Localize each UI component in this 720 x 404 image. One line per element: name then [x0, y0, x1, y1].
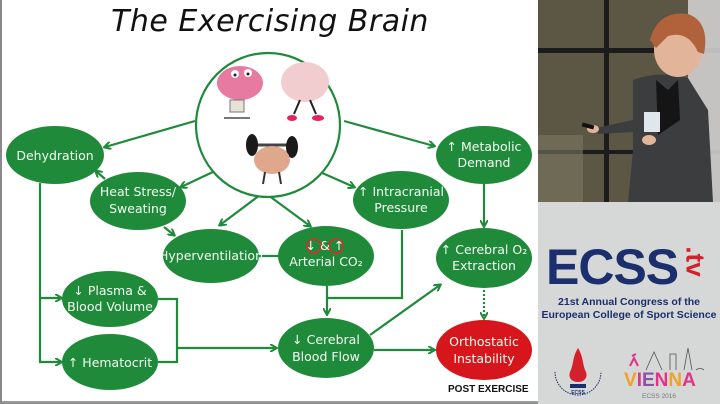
- brain-on-bike-icon: [217, 66, 263, 119]
- arrow-dehydration-to-hematocrit: [38, 183, 61, 362]
- ecss-logo: ECSS: [546, 239, 679, 295]
- arrow-center-to-metabolic: [343, 119, 434, 146]
- node-dehydration-label: Dehydration: [16, 148, 93, 163]
- node-metabolic-label-2: Demand: [457, 155, 510, 170]
- arrow-center-to-intracranial: [319, 170, 354, 187]
- presentation-slide: The Exercising Brain: [2, 0, 538, 403]
- node-intracranial-label-1: ↑ Intracranial: [358, 184, 444, 199]
- node-dehydration: Dehydration: [6, 126, 104, 184]
- event-label: ECSS 2016: [642, 393, 676, 400]
- line-intracranial-to-cbf: [327, 230, 404, 300]
- node-plasma-label-1: ↓ Plasma &: [73, 283, 146, 298]
- node-hematocrit: ↑ Hematocrit: [62, 334, 158, 390]
- node-arterial-co2: ↓ & ↑ Arterial CO₂: [278, 226, 374, 286]
- exercising-brain-illustration: [194, 51, 342, 199]
- node-heat-stress: Heat Stress/ Sweating: [90, 172, 186, 230]
- node-heat-stress-label-1: Heat Stress/: [100, 184, 177, 199]
- weightlifting-brain-icon: [246, 134, 298, 185]
- node-arterial-co2-label-2: Arterial CO₂: [289, 254, 363, 269]
- ecss-branding-panel: ECSS .tv 21st Annual Congress of the Eur…: [538, 202, 720, 404]
- flow-diagram: Dehydration Heat Stress/ Sweating Hyperv…: [6, 51, 532, 395]
- arrow-heat-to-dehydration: [96, 171, 106, 180]
- arrow-center-to-arterial-co2: [267, 194, 310, 226]
- seal-abbrev: ECSS: [571, 390, 585, 396]
- node-intracranial-label-2: Pressure: [374, 200, 428, 215]
- node-cerebral-o2-extraction: ↑ Cerebral O₂ Extraction: [436, 228, 532, 288]
- running-brain-icon: [281, 62, 329, 121]
- node-hematocrit-label: ↑ Hematocrit: [68, 355, 152, 370]
- presenter-figure: [581, 13, 713, 202]
- node-plasma-blood-volume: ↓ Plasma & Blood Volume: [62, 271, 158, 327]
- arrow-center-to-dehydration: [105, 119, 196, 147]
- node-heat-stress-label-2: Sweating: [109, 201, 167, 216]
- vienna-logo: VIENNA: [624, 370, 696, 391]
- ecss-seal-icon: ECSS: [554, 348, 602, 396]
- arrow-center-to-hyperventilation: [220, 194, 261, 225]
- node-arterial-co2-label-1: ↓ & ↑: [306, 238, 345, 253]
- slide-title: The Exercising Brain: [111, 4, 429, 39]
- presenter-video: [538, 0, 720, 202]
- bracket-plasma-hematocrit: [158, 297, 179, 364]
- congress-line-2: European College of Sport Science: [541, 309, 717, 321]
- arrow-heat-to-hyperventilation: [163, 226, 174, 235]
- arrow-cbf-to-o2: [369, 285, 440, 336]
- node-metabolic-label-1: ↑ Metabolic: [447, 139, 522, 154]
- connectors: [38, 119, 484, 364]
- node-o2-label-2: Extraction: [452, 258, 516, 273]
- node-cbf-label-2: Blood Flow: [292, 349, 360, 364]
- congress-title: 21st Annual Congress of the European Col…: [538, 296, 720, 322]
- highlight-circle-up: [328, 238, 344, 254]
- node-orthostatic-label-2: Instability: [453, 351, 515, 366]
- presenter-scene: [538, 0, 720, 202]
- node-plasma-label-2: Blood Volume: [67, 299, 153, 314]
- node-o2-label-1: ↑ Cerebral O₂: [441, 242, 527, 257]
- node-cbf-label-1: ↓ Cerebral: [292, 332, 360, 347]
- node-cerebral-blood-flow: ↓ Cerebral Blood Flow: [278, 318, 374, 378]
- node-metabolic-demand: ↑ Metabolic Demand: [436, 126, 532, 184]
- node-intracranial-pressure: ↑ Intracranial Pressure: [353, 171, 449, 229]
- post-exercise-label: POST EXERCISE: [448, 384, 529, 395]
- highlight-circle-down: [306, 238, 322, 254]
- tv-suffix: .tv: [680, 246, 711, 277]
- node-hyperventilation: Hyperventilation: [159, 229, 263, 283]
- arrow-center-to-heat-stress: [181, 170, 216, 187]
- node-hyperventilation-label: Hyperventilation: [159, 248, 263, 263]
- node-orthostatic-label-1: Orthostatic: [449, 334, 519, 349]
- vienna-skyline-icon: [629, 348, 705, 371]
- node-orthostatic-instability: Orthostatic Instability: [436, 320, 532, 380]
- congress-line-1: 21st Annual Congress of the: [558, 296, 700, 308]
